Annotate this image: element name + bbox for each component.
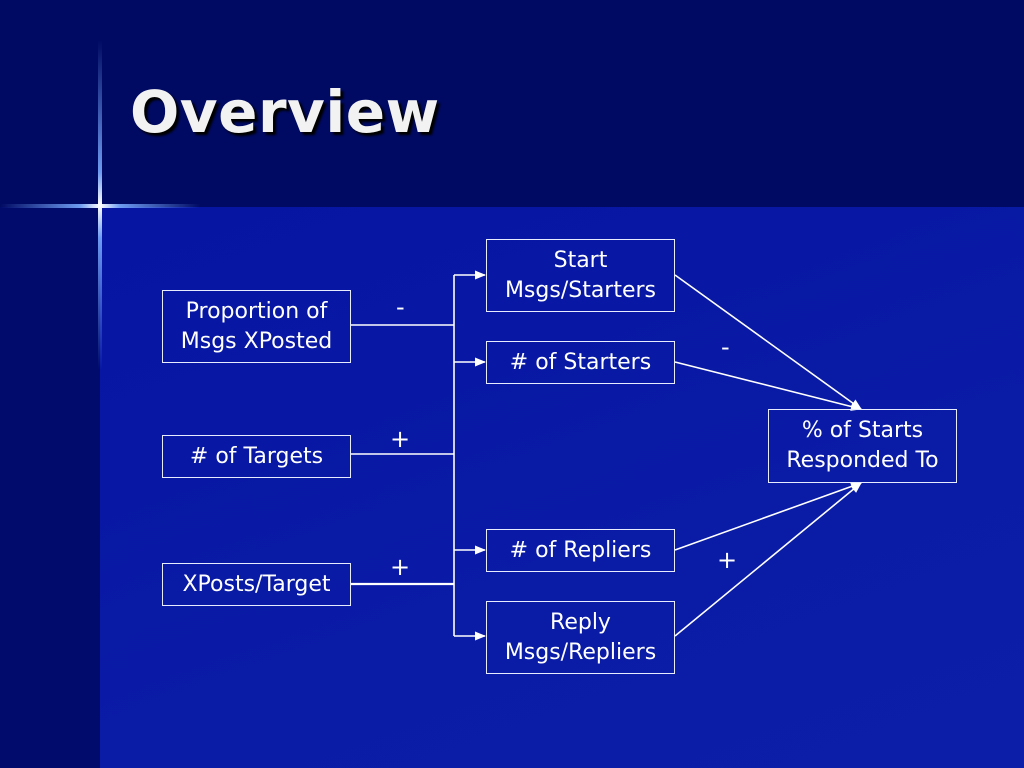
sign-starters-outcome: - bbox=[721, 333, 730, 361]
slide-title: Overview bbox=[130, 78, 440, 146]
node-pct-starts-responded: % of Starts Responded To bbox=[768, 409, 957, 483]
node-proportion-xposted-label: Proportion of Msgs XPosted bbox=[180, 298, 333, 354]
node-num-starters-label: # of Starters bbox=[509, 349, 652, 375]
title-band bbox=[0, 0, 1024, 207]
arrow-repliers-to-outcome bbox=[674, 482, 863, 551]
node-start-msgs-per-starter: Start Msgs/Starters bbox=[486, 239, 675, 312]
node-xposts-per-target-label: XPosts/Target bbox=[182, 571, 331, 597]
node-xposts-per-target: XPosts/Target bbox=[162, 563, 351, 606]
content-area bbox=[100, 207, 1024, 768]
sign-repliers-outcome: + bbox=[717, 546, 738, 574]
node-num-starters: # of Starters bbox=[486, 341, 675, 384]
sign-xposts: + bbox=[390, 553, 411, 581]
node-start-msgs-per-starter-label: Start Msgs/Starters bbox=[504, 247, 657, 303]
arrow-start-msgs-to-outcome bbox=[674, 274, 862, 410]
node-num-targets-label: # of Targets bbox=[189, 443, 324, 469]
node-pct-starts-responded-label: % of Starts Responded To bbox=[786, 418, 939, 473]
sign-proportion: - bbox=[396, 293, 405, 321]
light-flare-vertical bbox=[98, 40, 102, 370]
sign-targets: + bbox=[390, 425, 411, 453]
node-num-targets: # of Targets bbox=[162, 435, 351, 478]
node-reply-msgs-per-replier-label: Reply Msgs/Repliers bbox=[504, 609, 657, 665]
node-reply-msgs-per-replier: Reply Msgs/Repliers bbox=[486, 601, 675, 674]
node-proportion-xposted: Proportion of Msgs XPosted bbox=[162, 290, 351, 363]
arrow-starters-to-outcome bbox=[674, 361, 863, 411]
left-band bbox=[0, 207, 100, 768]
node-num-repliers: # of Repliers bbox=[486, 529, 675, 572]
node-num-repliers-label: # of Repliers bbox=[509, 537, 652, 563]
arrow-reply-msgs-to-outcome bbox=[674, 482, 862, 637]
